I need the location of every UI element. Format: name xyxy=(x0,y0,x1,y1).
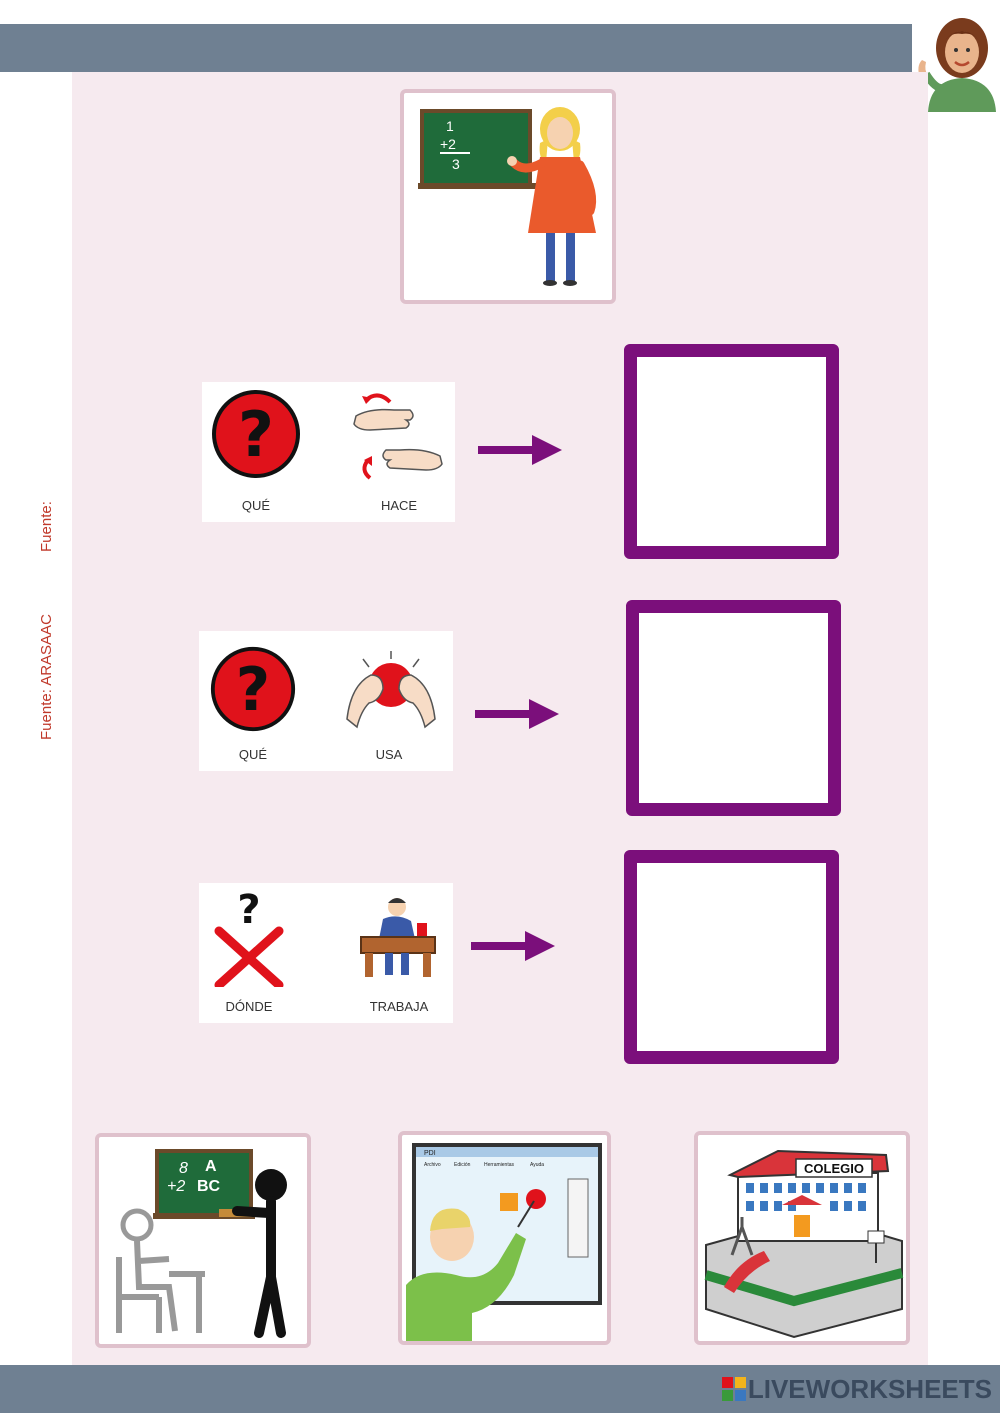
answer-drop-box-1[interactable] xyxy=(624,344,839,559)
school-building-icon: COLEGIO xyxy=(704,1149,904,1339)
liveworksheets-logo: LIVEWORKSHEETS xyxy=(721,1368,992,1410)
source-label-arasaac: Fuente: ARASAAC xyxy=(38,614,55,740)
hands-using-icon xyxy=(346,651,436,729)
question-word-label: QUÉ xyxy=(241,498,271,513)
menu-item-tools: Herramientas xyxy=(484,1162,515,1168)
teaching-students-icon: 8 +2 A BC xyxy=(116,1149,287,1338)
question-word-label: QUÉ xyxy=(238,747,268,762)
board-line-4: BC xyxy=(197,1178,221,1195)
board-line-1: 8 xyxy=(179,1160,188,1177)
person-at-desk-icon xyxy=(360,898,436,977)
question-card-what-uses: ? QUÉ USA xyxy=(199,631,453,771)
answer-drop-box-3[interactable] xyxy=(624,850,839,1064)
question-word-label: DÓNDE xyxy=(225,999,273,1014)
menu-item-file: Archivo xyxy=(424,1162,441,1168)
option-interactive-whiteboard[interactable]: PDI Archivo Edición Herramientas Ayuda xyxy=(398,1131,611,1345)
question-card-where-works: ? DÓNDE TRABAJA xyxy=(199,883,453,1023)
board-line-1: 1 xyxy=(446,118,454,134)
board-line-3: 3 xyxy=(452,156,460,172)
hands-doing-icon xyxy=(353,393,443,480)
answer-drop-box-2[interactable] xyxy=(626,600,841,816)
arrow-right-icon xyxy=(478,435,562,465)
board-line-2: +2 xyxy=(440,136,456,152)
brand-name: LIVEWORKSHEETS xyxy=(747,1373,992,1404)
menu-item-help: Ayuda xyxy=(530,1162,544,1168)
teacher-at-chalkboard-icon: 1 +2 3 xyxy=(400,89,616,304)
svg-text:?: ? xyxy=(238,398,274,471)
svg-text:?: ? xyxy=(237,887,260,933)
school-sign: COLEGIO xyxy=(804,1161,864,1176)
question-mark-icon: ? xyxy=(212,390,300,478)
board-line-2: +2 xyxy=(167,1178,185,1195)
header-bar xyxy=(0,24,912,72)
question-verb-label: HACE xyxy=(380,498,418,513)
arrow-right-icon xyxy=(475,699,559,729)
live-logo-icon xyxy=(721,1377,746,1401)
interactive-whiteboard-icon: PDI Archivo Edición Herramientas Ayuda xyxy=(406,1143,602,1341)
svg-text:?: ? xyxy=(236,655,270,724)
question-verb-label: TRABAJA xyxy=(369,999,429,1014)
footer-bar xyxy=(0,1365,1000,1413)
board-line-3: A xyxy=(205,1158,217,1175)
option-school-building[interactable]: COLEGIO xyxy=(694,1131,910,1345)
menu-title: PDI xyxy=(424,1150,436,1157)
question-card-what-does: ? QUÉ HACE xyxy=(202,382,455,522)
source-label: Fuente: xyxy=(38,501,55,552)
question-verb-label: USA xyxy=(375,747,403,762)
where-question-icon: ? xyxy=(214,887,284,987)
menu-item-edit: Edición xyxy=(454,1162,471,1168)
question-mark-icon: ? xyxy=(210,646,296,732)
arrow-right-icon xyxy=(471,931,555,961)
option-teaching-students[interactable]: 8 +2 A BC xyxy=(95,1133,311,1348)
